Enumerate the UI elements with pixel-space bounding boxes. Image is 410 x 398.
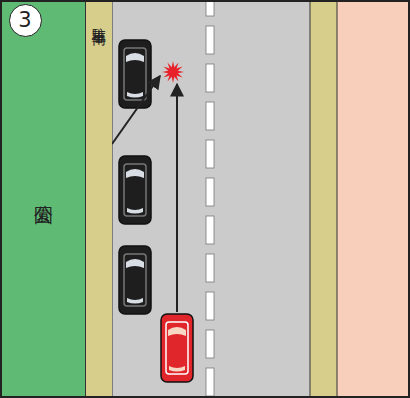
curb-line — [337, 0, 338, 398]
park-area: 公園 — [2, 2, 85, 396]
lane-dash — [206, 26, 214, 54]
car-path — [176, 84, 178, 312]
lane-dash — [206, 368, 214, 396]
area-label: 駐車車両 — [91, 16, 107, 24]
area-label: 公園 — [33, 190, 55, 194]
car — [119, 156, 151, 224]
right-area — [337, 0, 410, 398]
lane-dash — [206, 254, 214, 282]
road — [112, 0, 310, 398]
lane-dash — [206, 216, 214, 244]
lane-dash — [206, 140, 214, 168]
lane-dash — [206, 64, 214, 92]
car — [119, 40, 151, 108]
parked-area-strip: 駐車車両 — [85, 2, 112, 396]
lane-dash — [206, 0, 214, 16]
callout-circle: 3 — [9, 4, 42, 37]
lane-dash — [206, 102, 214, 130]
callout-number: 3 — [10, 8, 40, 32]
vehicles — [119, 40, 193, 382]
collision-mark — [162, 61, 184, 83]
lane-dash — [206, 292, 214, 320]
curb-line — [310, 0, 311, 398]
lane-dash — [206, 330, 214, 358]
car — [119, 246, 151, 314]
motorcycle-path — [112, 76, 160, 144]
right-sidewalk — [310, 0, 337, 398]
center-line — [206, 0, 214, 396]
lane-dash — [206, 178, 214, 206]
car — [161, 314, 193, 382]
